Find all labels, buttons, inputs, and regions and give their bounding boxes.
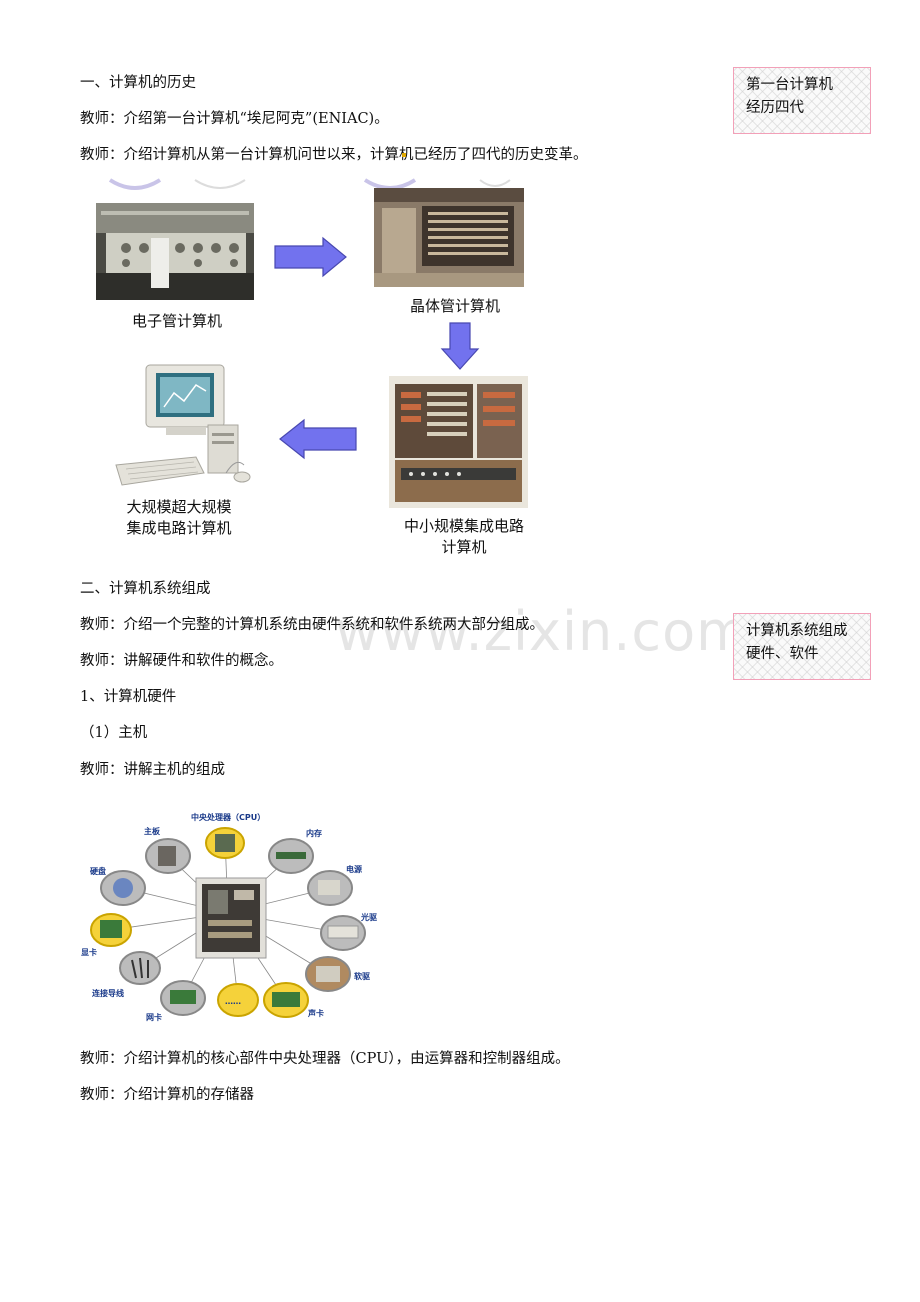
caption-gen3-line2: 计算机 bbox=[441, 538, 487, 556]
margin-note-1: 第一台计算机 经历四代 bbox=[733, 67, 871, 134]
section1-line2: 教师：介绍计算机从第一台计算机问世以来，计算机已经历了四代的历史变革。 bbox=[80, 147, 588, 163]
label-cpu: 中央处理器（CPU） bbox=[191, 812, 265, 822]
label-more: …… bbox=[225, 997, 241, 1006]
note2-line1: 计算机系统组成 bbox=[746, 623, 848, 639]
caption-gen4-line1: 大规模超大规模 bbox=[126, 498, 232, 516]
section2-line2: 教师：讲解硬件和软件的概念。 bbox=[80, 653, 283, 669]
highlight-dot bbox=[402, 153, 406, 157]
section2-sub1a: （1）主机 bbox=[80, 725, 148, 741]
caption-gen3-line1: 中小规模集成电路 bbox=[403, 517, 524, 535]
ic-computer-photo bbox=[389, 376, 528, 508]
label-harddisk: 硬盘 bbox=[90, 866, 106, 876]
transistor-computer-photo bbox=[374, 188, 524, 287]
margin-note-2: 计算机系统组成 硬件、软件 bbox=[733, 613, 871, 680]
note1-line1: 第一台计算机 bbox=[746, 77, 833, 93]
note2-line2: 硬件、软件 bbox=[746, 646, 819, 662]
label-memory: 内存 bbox=[306, 828, 322, 838]
arrow-right bbox=[274, 236, 347, 278]
label-power: 电源 bbox=[346, 864, 362, 874]
vacuum-tube-computer-photo bbox=[96, 203, 254, 300]
note1-line2: 经历四代 bbox=[746, 100, 804, 116]
label-floppy: 软驱 bbox=[354, 971, 370, 981]
host-components-diagram: 中央处理器（CPU） 主板 内存 硬盘 电源 光驱 显卡 软驱 连接导线 网卡 … bbox=[81, 812, 377, 1022]
label-optical: 光驱 bbox=[360, 912, 377, 922]
section2-line5: 教师：介绍计算机的存储器 bbox=[80, 1087, 254, 1103]
label-sound: 声卡 bbox=[307, 1008, 324, 1018]
label-motherboard: 主板 bbox=[144, 826, 161, 836]
section2-heading: 二、计算机系统组成 bbox=[80, 581, 211, 597]
caption-gen1: 电子管计算机 bbox=[131, 312, 222, 330]
label-cables: 连接导线 bbox=[92, 988, 124, 998]
personal-computer-photo bbox=[115, 364, 251, 486]
caption-gen4-line2: 集成电路计算机 bbox=[126, 519, 232, 537]
caption-gen2: 晶体管计算机 bbox=[409, 297, 500, 315]
label-network: 网卡 bbox=[146, 1012, 162, 1022]
arrow-down bbox=[440, 322, 480, 370]
section1-line1: 教师：介绍第一台计算机“埃尼阿克”(ENIAC)。 bbox=[80, 111, 389, 127]
section2-sub1: 1、计算机硬件 bbox=[80, 689, 177, 705]
section1-heading: 一、计算机的历史 bbox=[80, 75, 196, 91]
section2-line3: 教师：讲解主机的组成 bbox=[80, 762, 225, 778]
section2-line4: 教师：介绍计算机的核心部件中央处理器（CPU），由运算器和控制器组成。 bbox=[80, 1051, 570, 1067]
section2-line1: 教师：介绍一个完整的计算机系统由硬件系统和软件系统两大部分组成。 bbox=[80, 617, 544, 633]
label-graphics: 显卡 bbox=[81, 947, 97, 957]
arrow-left bbox=[279, 418, 357, 460]
